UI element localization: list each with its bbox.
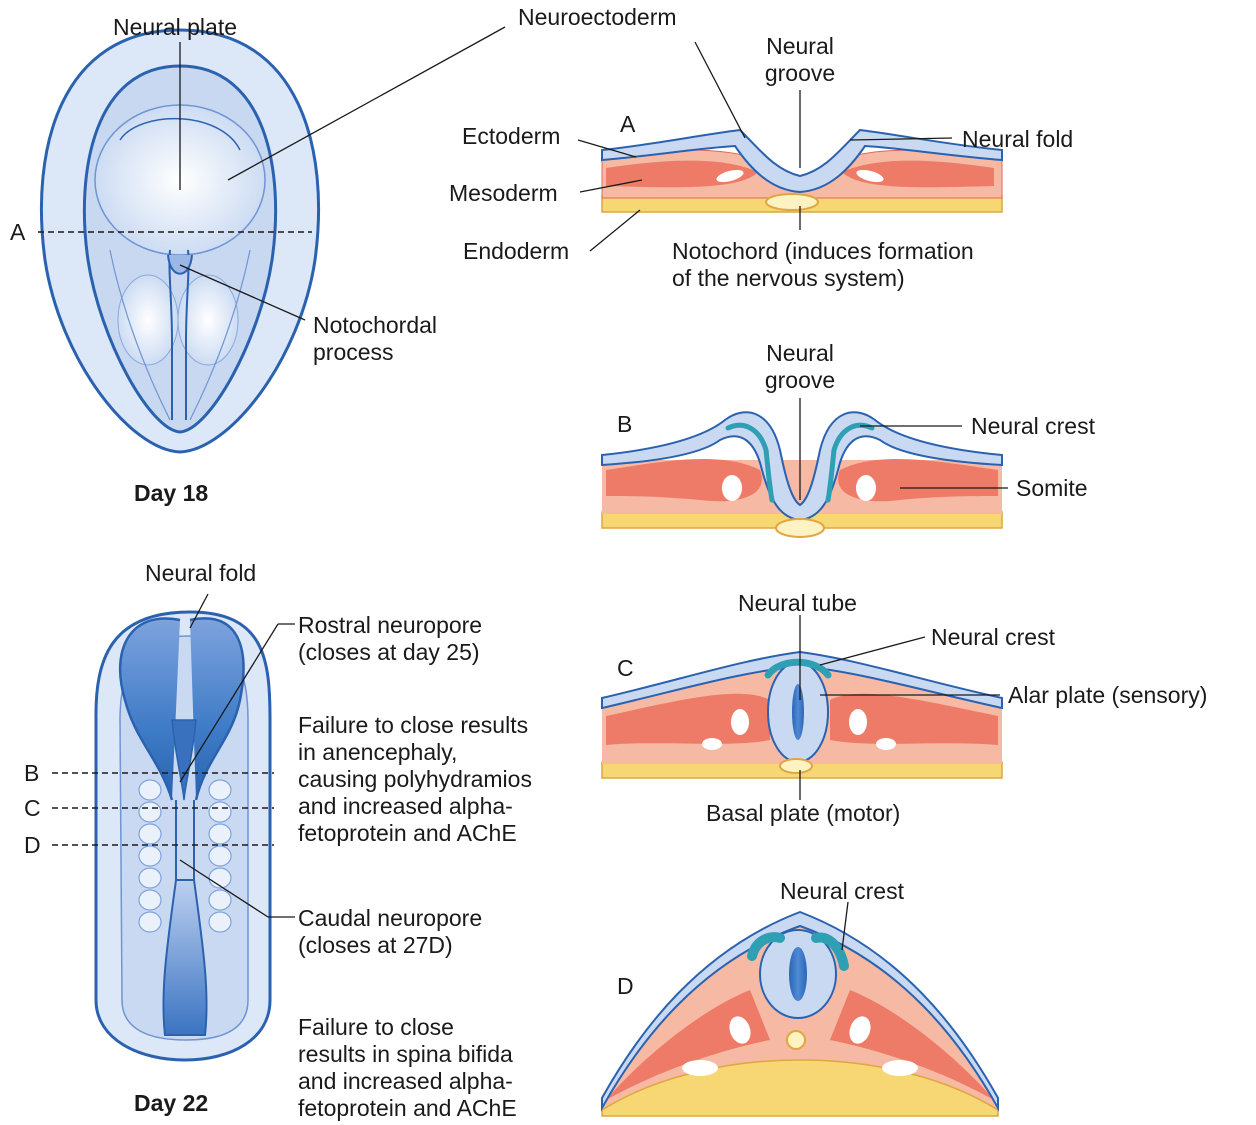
panel-c-cross-section	[602, 652, 1002, 778]
caption-day-22: Day 22	[134, 1090, 208, 1117]
panel-d-notochord	[787, 1031, 805, 1049]
panel-d-letter: D	[617, 973, 634, 1000]
label-section-b: B	[24, 760, 39, 787]
label-caudal-neuropore: Caudal neuropore (closes at 27D)	[298, 905, 482, 959]
label-caudal-failure: Failure to close results in spina bifida…	[298, 1014, 517, 1122]
label-neural-groove-b: Neural groove	[755, 340, 845, 394]
label-endoderm: Endoderm	[463, 238, 569, 265]
label-ectoderm: Ectoderm	[462, 123, 560, 150]
panel-d-lumen	[789, 947, 807, 1001]
panel-a-letter: A	[620, 111, 635, 138]
label-alar-plate: Alar plate (sensory)	[1008, 682, 1207, 709]
label-neural-groove-a: Neural groove	[755, 33, 845, 87]
label-mesoderm: Mesoderm	[449, 180, 558, 207]
label-neural-plate: Neural plate	[113, 14, 237, 41]
label-notochordal-process: Notochordal process	[313, 312, 437, 366]
panel-a-cross-section	[602, 130, 1002, 212]
label-rostral-neuropore: Rostral neuropore (closes at day 25)	[298, 612, 482, 666]
panel-c-letter: C	[617, 655, 634, 682]
panel-a-notochord	[766, 194, 818, 210]
label-neural-crest-b: Neural crest	[971, 413, 1095, 440]
label-section-d: D	[24, 832, 41, 859]
label-section-c: C	[24, 795, 41, 822]
caption-day-18: Day 18	[134, 480, 208, 507]
panel-d-cross-section	[602, 912, 998, 1116]
label-neuroectoderm: Neuroectoderm	[518, 4, 677, 31]
panel-c-notochord	[780, 759, 812, 773]
panel-b-cross-section	[602, 412, 1002, 537]
label-section-a: A	[10, 219, 25, 246]
panel-c-lumen	[792, 684, 804, 740]
panel-b-letter: B	[617, 411, 632, 438]
panel-b-notochord	[776, 519, 824, 537]
label-neural-tube: Neural tube	[738, 590, 857, 617]
label-neural-crest-c: Neural crest	[931, 624, 1055, 651]
label-basal-plate: Basal plate (motor)	[706, 800, 900, 827]
label-neural-fold-a: Neural fold	[962, 126, 1073, 153]
label-notochord: Notochord (induces formation of the nerv…	[672, 238, 974, 292]
label-neural-crest-d: Neural crest	[780, 878, 904, 905]
label-somite: Somite	[1016, 475, 1088, 502]
label-rostral-failure: Failure to close results in anencephaly,…	[298, 712, 532, 847]
label-neural-fold-day22: Neural fold	[145, 560, 256, 587]
day18-left-bulge	[118, 275, 178, 365]
